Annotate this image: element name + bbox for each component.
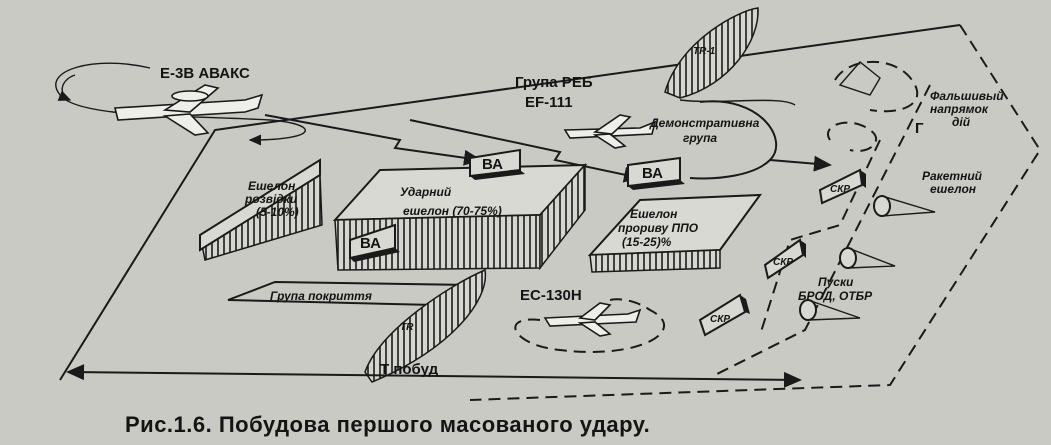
breach-echelon-block [587,193,763,273]
ground-plane-right-dashed [469,24,1042,401]
ba-box-3 [627,156,685,190]
ec130-plane-icon [543,302,642,337]
awacs-orbit-left [57,74,76,101]
breach-echelon-label-2: прориву ППО [618,221,699,235]
false-direction-label-1: Фальшивый [930,89,1004,103]
recon-echelon-label-1: Ешелон [248,179,296,193]
awacs-label: Е-3В АВАКС [160,65,250,82]
strike-echelon-label-1: Ударний [400,185,452,199]
demo-group-label-2: група [683,131,717,145]
breach-echelon-label-3: (15-25)% [622,235,672,249]
strike-echelon-label-2: ешелон (70-75%) [403,204,502,218]
missile-launch-cone-2 [839,247,896,269]
ground-plane-inner-dashed-2 [759,139,881,336]
demo-group-route [769,155,832,172]
skr-block-3 [698,293,750,337]
missile-echelon-label-2: ешелон [930,182,977,196]
false-direction-label-3: дій [952,115,971,129]
reb-group-label: Група РЕБ [515,74,593,91]
launch-label-2: БРОД, ОТБР [798,289,873,303]
demo-group-plane-icon [563,114,657,149]
skr-label-2: СКР [773,257,793,268]
ec130-label: EC-130H [520,287,582,304]
ground-plane-inner-dashed [714,84,931,376]
t-build-axis [66,364,802,388]
ec130-orbit [514,298,665,353]
skr-block-2 [763,238,806,280]
recon-echelon-block [199,158,323,261]
false-direction-swirl [827,121,878,152]
recon-echelon-label-2: розвідки [244,192,298,206]
tr-bottom-label: ТR [400,322,414,333]
launch-label-1: Пуски [818,275,854,289]
missile-launch-cone-3 [799,299,861,321]
recon-echelon-label-3: (5-10%) [256,205,299,219]
ba-label-3: ВА [642,165,663,182]
gamma-label: Г [915,120,924,137]
awacs-datalink [264,114,482,166]
t-build-label: Т побуд [380,361,439,378]
ba-box-1 [349,223,400,262]
missile-echelon-label-1: Ракетний [922,169,983,183]
cover-group-label: Група покриття [270,289,372,303]
awacs-datalink-2 [409,119,642,183]
ba-label-1: ВА [360,235,381,252]
ef111-label: EF-111 [525,94,573,111]
skr-label-3: СКР [710,314,730,325]
awacs-plane-icon [113,84,264,136]
missile-launch-cone-1 [873,195,936,217]
tr1-route [679,99,796,106]
figure-caption: Рис.1.6. Побудова першого масованого уда… [125,412,650,437]
skr-block-1 [818,168,866,205]
ba-box-2 [469,148,525,180]
false-direction-label-2: напрямок [930,102,989,116]
tr-bottom-icon [364,268,487,383]
ba-label-2: ВА [482,156,503,173]
tr1-top-icon [664,7,759,99]
skr-label-1: СКР [830,184,850,195]
false-direction-zone [834,60,919,113]
tr1-top-label: ТR-1 [693,46,716,57]
demo-group-label-1: Демонстративна [649,116,760,130]
breach-echelon-label-1: Ешелон [630,207,678,221]
